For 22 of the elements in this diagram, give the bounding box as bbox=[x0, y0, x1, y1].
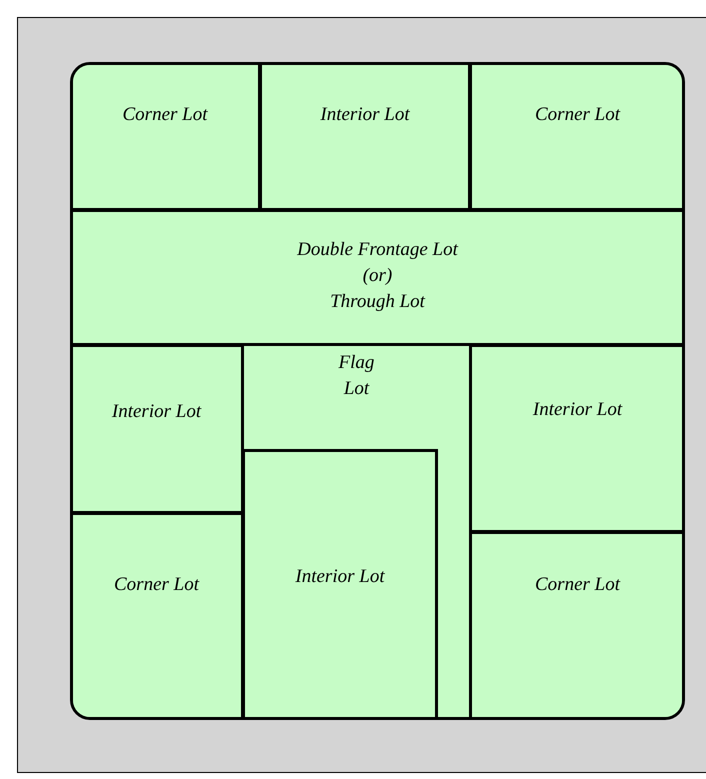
lot-label: Corner Lot bbox=[122, 103, 208, 127]
lot-label: (or) bbox=[362, 264, 392, 288]
lot-label: Through Lot bbox=[330, 290, 425, 314]
lot bbox=[73, 65, 260, 210]
lot-label: Corner Lot bbox=[535, 103, 620, 127]
lot-label: Flag Lot bbox=[338, 351, 376, 401]
lot bbox=[470, 345, 682, 532]
lot bbox=[73, 513, 243, 717]
lot-label: Double Frontage Lot bbox=[297, 238, 458, 262]
lot-label: Interior Lot bbox=[532, 398, 622, 422]
lot-label: Corner Lot bbox=[114, 573, 199, 597]
lot-label: Interior Lot bbox=[295, 565, 385, 589]
flag-lot bbox=[243, 345, 470, 717]
lot bbox=[470, 532, 682, 717]
lot bbox=[470, 65, 682, 210]
lot bbox=[73, 345, 243, 513]
lot-label: Interior Lot bbox=[320, 103, 410, 127]
lot bbox=[260, 65, 470, 210]
lot-label: Interior Lot bbox=[112, 400, 202, 424]
lot-label: Corner Lot bbox=[535, 573, 620, 597]
lot bbox=[243, 450, 437, 717]
lot bbox=[73, 210, 682, 345]
